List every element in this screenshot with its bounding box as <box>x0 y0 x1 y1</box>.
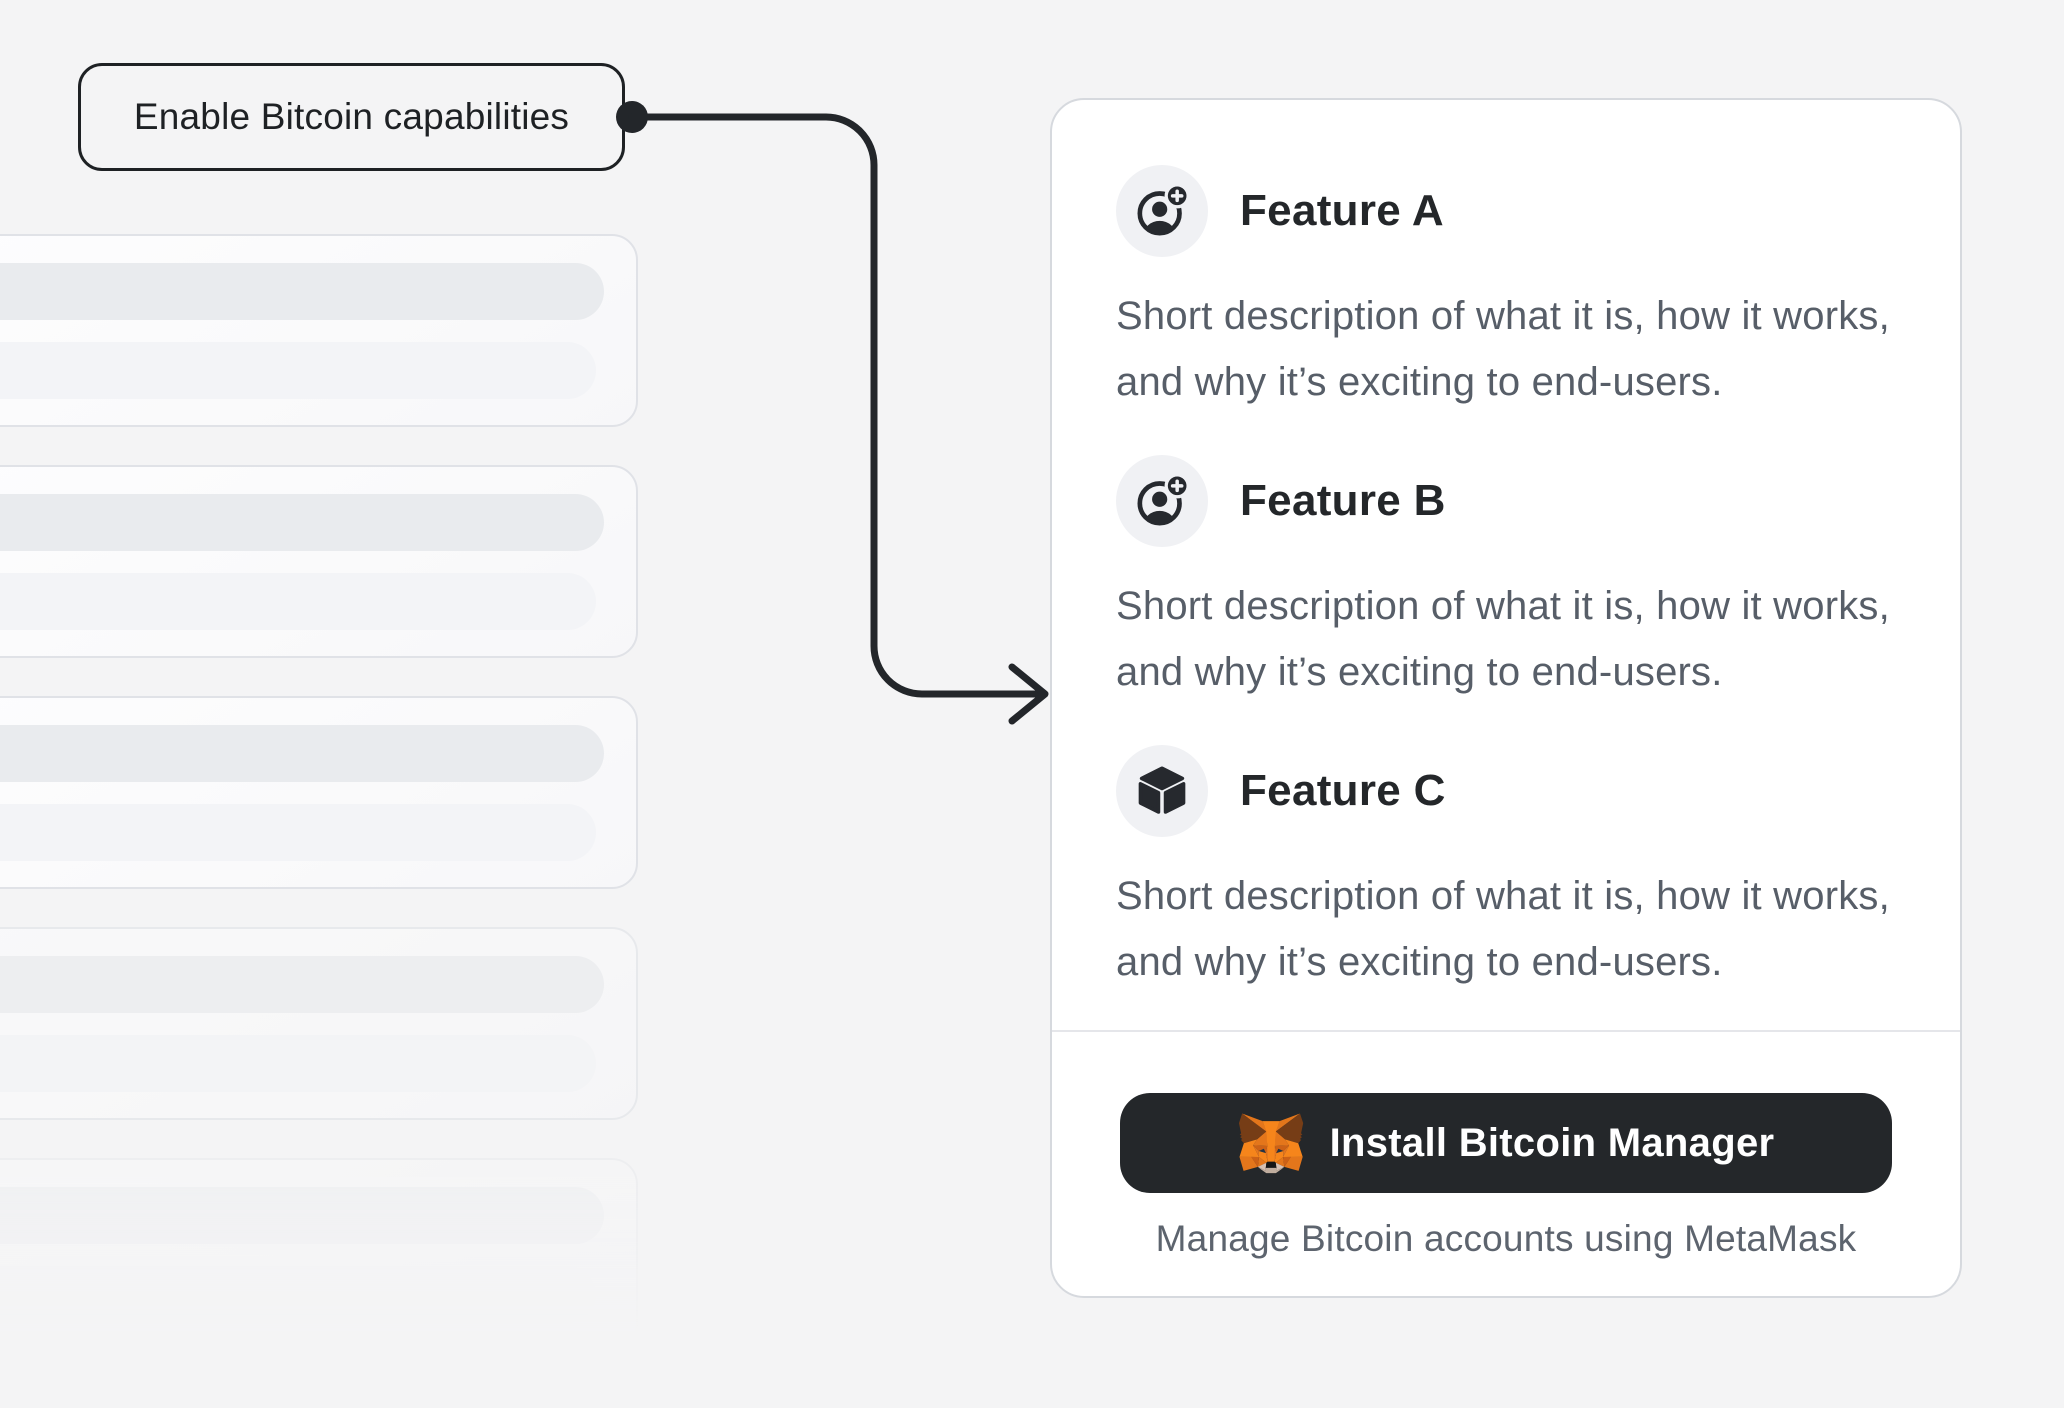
install-button-label: Install Bitcoin Manager <box>1329 1120 1775 1165</box>
account-plus-icon <box>1137 473 1190 526</box>
feature-a-description: Short description of what it is, how it … <box>1116 294 1890 404</box>
skeleton-bar <box>0 494 604 551</box>
feature-a-icon-badge <box>1116 165 1208 257</box>
skeleton-card <box>0 1158 638 1351</box>
feature-card: Feature A Short description of what it i… <box>1050 98 1962 1298</box>
feature-c-header: Feature C <box>1116 745 1904 837</box>
skeleton-bar <box>0 956 604 1013</box>
feature-list: Feature A Short description of what it i… <box>1052 100 1960 995</box>
feature-row-a: Feature A Short description of what it i… <box>1116 165 1904 415</box>
cta-footnote: Manage Bitcoin accounts using MetaMask <box>1155 1218 1857 1259</box>
skeleton-bar <box>0 342 596 399</box>
skeleton-bar <box>0 1266 596 1323</box>
skeleton-bar <box>0 263 604 320</box>
annotation-label: Enable Bitcoin capabilities <box>78 63 625 171</box>
feature-b-header: Feature B <box>1116 455 1904 547</box>
feature-b-icon-badge <box>1116 455 1208 547</box>
metamask-fox-icon <box>1238 1113 1303 1174</box>
skeleton-bar <box>0 1035 596 1092</box>
feature-b-description: Short description of what it is, how it … <box>1116 584 1890 694</box>
card-footer-section: Install Bitcoin Manager Manage Bitcoin a… <box>1052 1030 1960 1296</box>
skeleton-card <box>0 927 638 1120</box>
feature-b-title: Feature B <box>1240 476 1446 525</box>
skeleton-bar <box>0 1187 604 1244</box>
skeleton-bar <box>0 725 604 782</box>
feature-c-icon-badge <box>1116 745 1208 837</box>
feature-c-title: Feature C <box>1240 766 1446 815</box>
install-bitcoin-manager-button[interactable]: Install Bitcoin Manager <box>1120 1093 1892 1193</box>
feature-c-description: Short description of what it is, how it … <box>1116 874 1890 984</box>
skeleton-card <box>0 234 638 427</box>
feature-row-c: Feature C Short description of what it i… <box>1116 745 1904 995</box>
skeleton-card <box>0 696 638 889</box>
skeleton-card <box>0 465 638 658</box>
account-plus-icon <box>1137 183 1190 236</box>
feature-row-b: Feature B Short description of what it i… <box>1116 455 1904 705</box>
annotation-label-text: Enable Bitcoin capabilities <box>133 96 570 137</box>
skeleton-bar <box>0 573 596 630</box>
cube-icon <box>1138 766 1186 814</box>
skeleton-bar <box>0 804 596 861</box>
feature-a-title: Feature A <box>1240 186 1445 235</box>
feature-a-header: Feature A <box>1116 165 1904 257</box>
